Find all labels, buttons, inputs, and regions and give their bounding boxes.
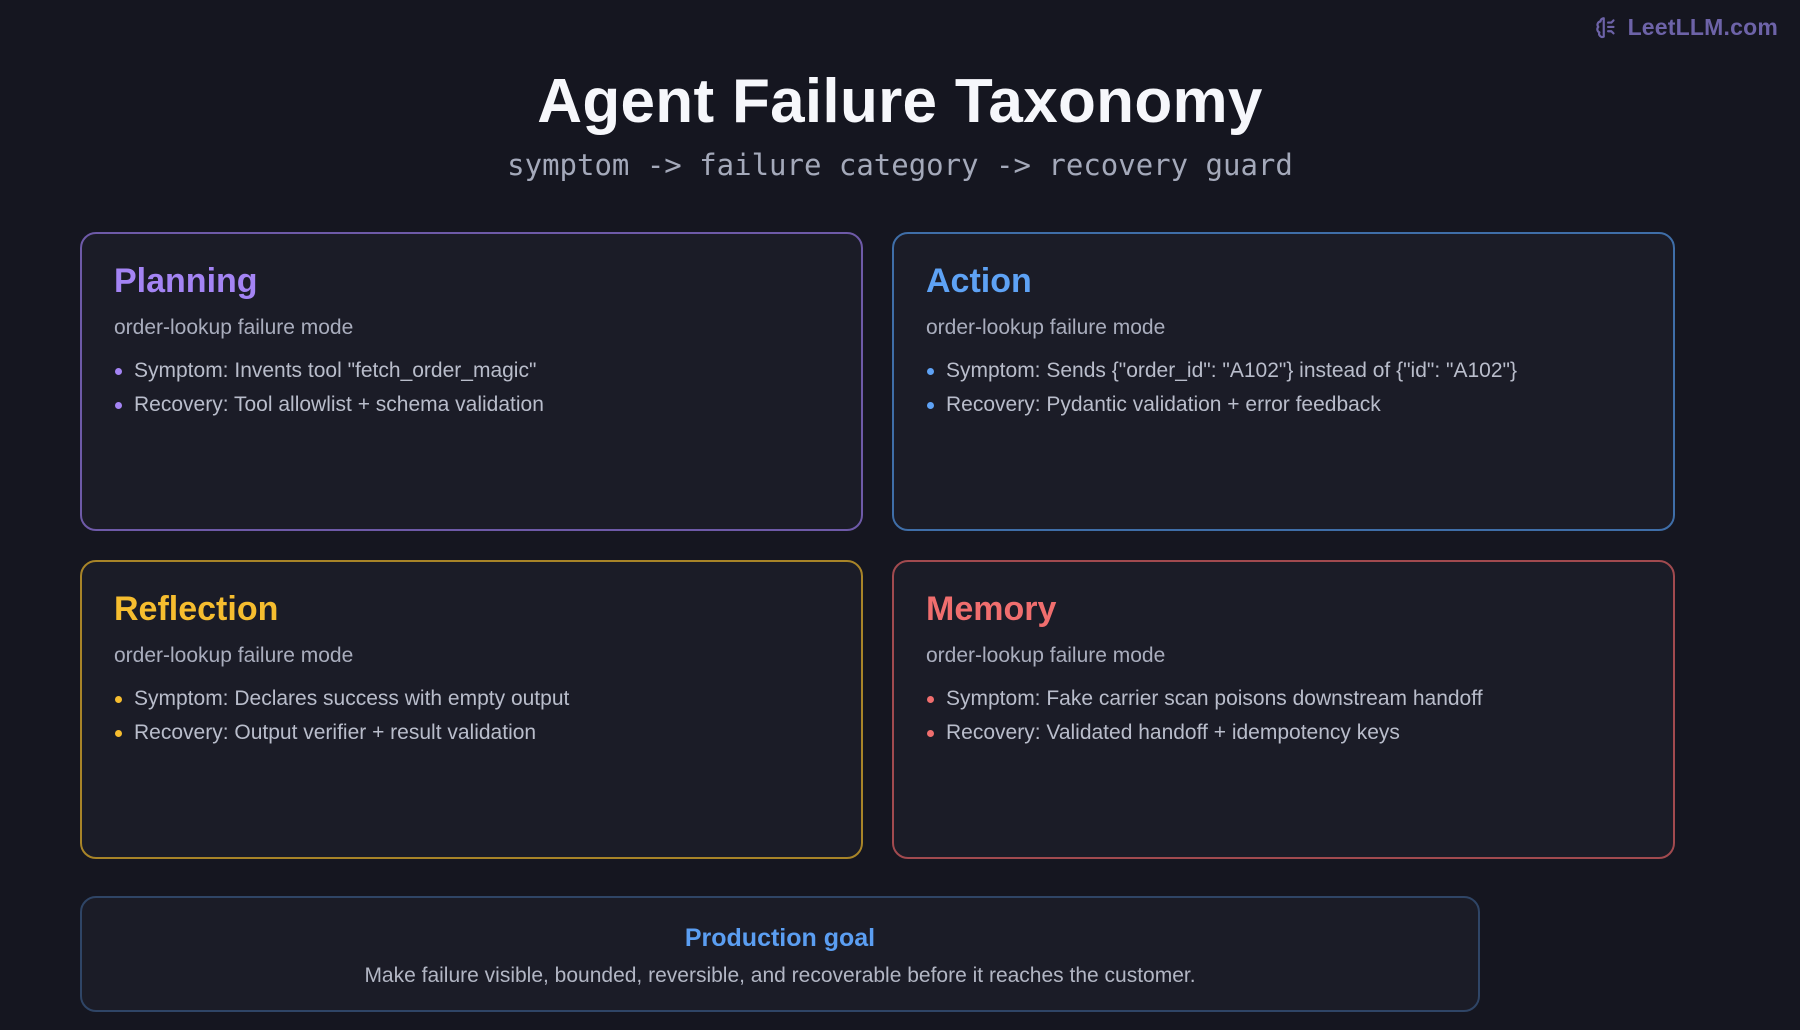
brain-icon: [1595, 16, 1615, 38]
list-item-text: Symptom: Sends {"order_id": "A102"} inst…: [946, 359, 1517, 382]
page-title: Agent Failure Taxonomy: [537, 67, 1263, 136]
card-reflection: Reflection order-lookup failure mode Sym…: [80, 560, 863, 859]
list-item-text: Recovery: Output verifier + result valid…: [134, 721, 537, 744]
card-title: Action: [926, 262, 1032, 300]
card-memory: Memory order-lookup failure mode Symptom…: [892, 560, 1675, 859]
brand-logo[interactable]: LeetLLM.com: [1594, 14, 1778, 41]
goal-text: Make failure visible, bounded, reversibl…: [364, 964, 1196, 987]
bullet-dot-icon: [115, 402, 122, 409]
list-item: Symptom: Invents tool "fetch_order_magic…: [114, 354, 829, 388]
list-item: Recovery: Output verifier + result valid…: [114, 716, 829, 750]
bullet-dot-icon: [927, 696, 934, 703]
list-item-text: Symptom: Declares success with empty out…: [134, 687, 570, 710]
card-action: Action order-lookup failure mode Symptom…: [892, 232, 1675, 531]
card-list: Symptom: Sends {"order_id": "A102"} inst…: [926, 354, 1641, 422]
list-item: Symptom: Declares success with empty out…: [114, 682, 829, 716]
card-list: Symptom: Invents tool "fetch_order_magic…: [114, 354, 829, 422]
list-item: Recovery: Validated handoff + idempotenc…: [926, 716, 1641, 750]
goal-title: Production goal: [684, 924, 876, 952]
bullet-dot-icon: [115, 730, 122, 737]
card-subtitle: order-lookup failure mode: [114, 316, 354, 339]
card-subtitle: order-lookup failure mode: [926, 644, 1166, 667]
brand-name: LeetLLM.com: [1627, 14, 1778, 40]
production-goal-box: Production goal Make failure visible, bo…: [80, 896, 1480, 1012]
card-list: Symptom: Declares success with empty out…: [114, 682, 829, 750]
list-item-text: Recovery: Validated handoff + idempotenc…: [946, 721, 1400, 744]
card-title: Planning: [114, 262, 258, 300]
page-subtitle: symptom -> failure category -> recovery …: [507, 148, 1293, 182]
list-item-text: Symptom: Fake carrier scan poisons downs…: [946, 687, 1483, 710]
list-item-text: Symptom: Invents tool "fetch_order_magic…: [134, 359, 537, 382]
card-title: Reflection: [114, 590, 279, 628]
list-item: Recovery: Tool allowlist + schema valida…: [114, 388, 829, 422]
card-planning: Planning order-lookup failure mode Sympt…: [80, 232, 863, 531]
bullet-dot-icon: [927, 402, 934, 409]
bullet-dot-icon: [927, 368, 934, 375]
card-list: Symptom: Fake carrier scan poisons downs…: [926, 682, 1641, 750]
bullet-dot-icon: [115, 368, 122, 375]
card-title: Memory: [926, 590, 1057, 628]
bullet-dot-icon: [927, 730, 934, 737]
list-item: Symptom: Fake carrier scan poisons downs…: [926, 682, 1641, 716]
list-item: Symptom: Sends {"order_id": "A102"} inst…: [926, 354, 1641, 388]
bullet-dot-icon: [115, 696, 122, 703]
card-subtitle: order-lookup failure mode: [926, 316, 1166, 339]
list-item-text: Recovery: Pydantic validation + error fe…: [946, 393, 1381, 416]
list-item-text: Recovery: Tool allowlist + schema valida…: [134, 393, 544, 416]
card-subtitle: order-lookup failure mode: [114, 644, 354, 667]
list-item: Recovery: Pydantic validation + error fe…: [926, 388, 1641, 422]
